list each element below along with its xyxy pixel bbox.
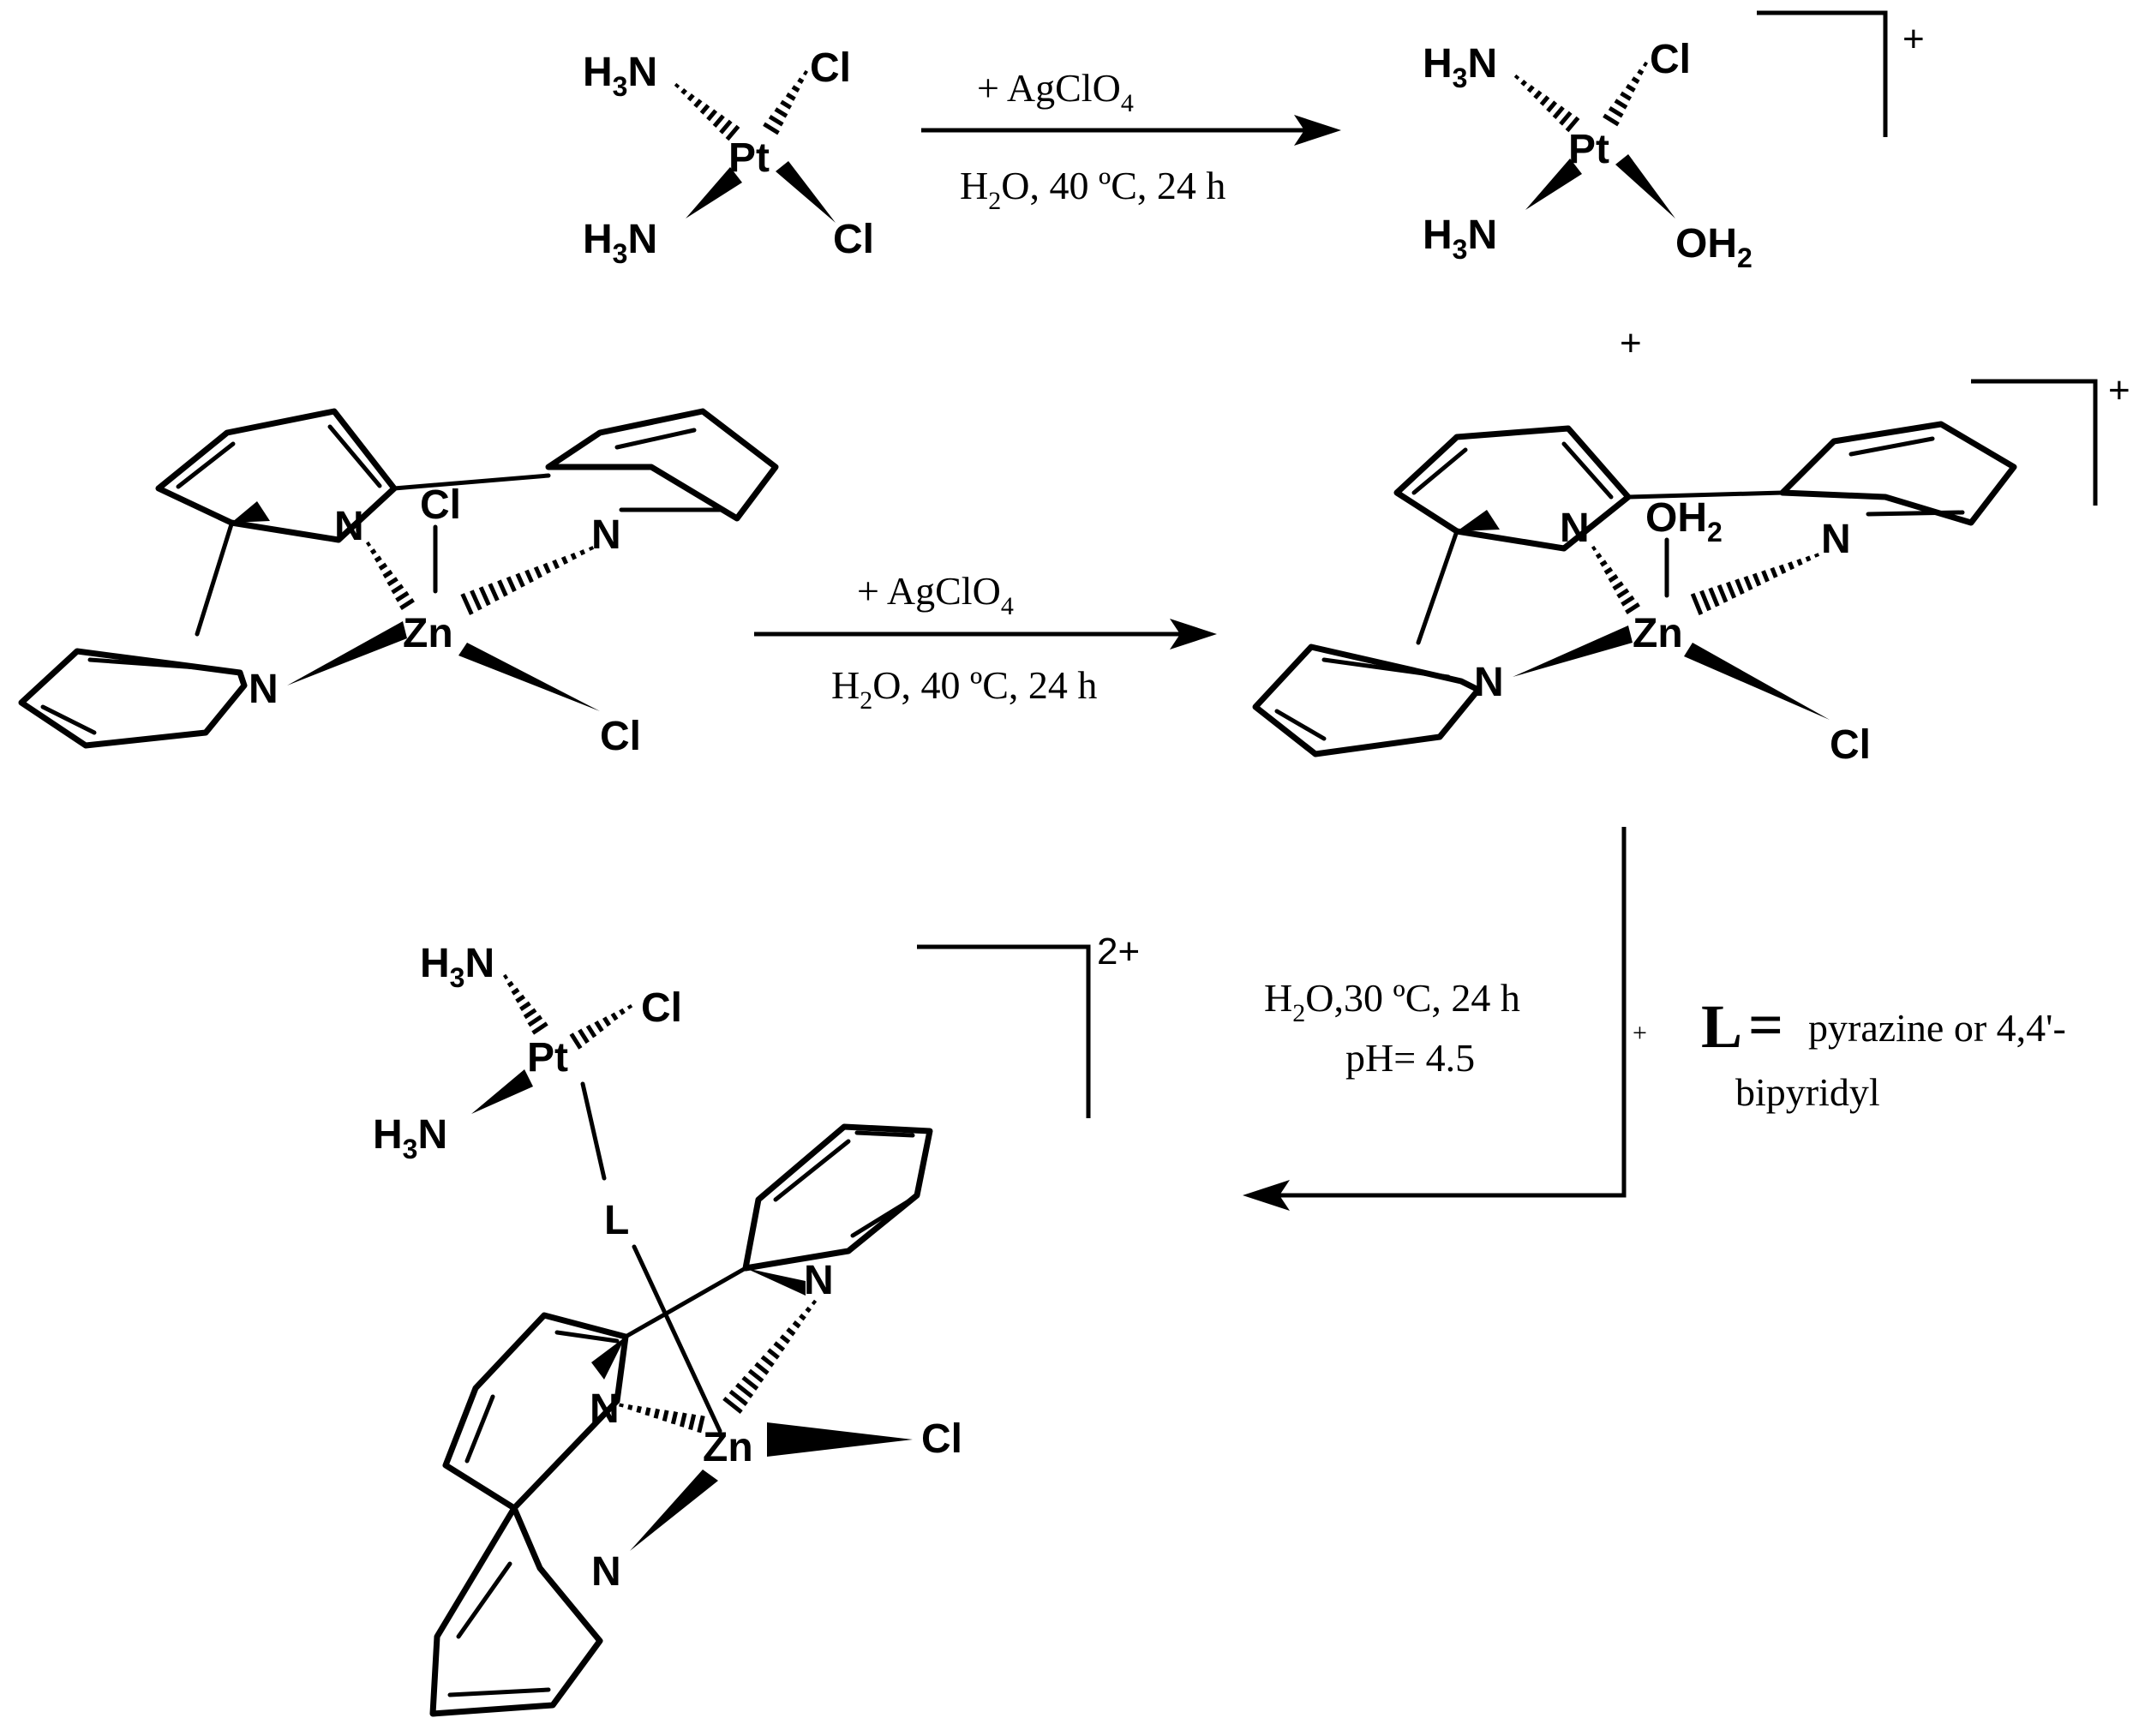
h3n-label: H3N bbox=[1423, 41, 1497, 93]
condition-label: H2O,30 ºC, 24 h bbox=[1264, 976, 1520, 1027]
hashed-bond bbox=[1591, 545, 1640, 614]
h3n-label: H3N bbox=[420, 941, 494, 993]
plus-sign: + bbox=[1620, 322, 1642, 364]
ligand-l-atom: L bbox=[604, 1198, 629, 1243]
cl-atom: Cl bbox=[921, 1416, 962, 1462]
cl-atom: Cl bbox=[833, 217, 874, 262]
zn-terpy-reactant: N N N Cl Zn Cl bbox=[18, 408, 779, 759]
n-atom: N bbox=[334, 504, 364, 549]
n-atom: N bbox=[249, 667, 279, 712]
ligand-line-1: pyrazine or 4,4'- bbox=[1808, 1006, 2066, 1050]
h3n-label: H3N bbox=[583, 217, 657, 269]
zn-atom: Zn bbox=[703, 1425, 753, 1470]
condition-label: H2O, 40 ºC, 24 h bbox=[831, 663, 1097, 715]
condition-label: H2O, 40 ºC, 24 h bbox=[960, 164, 1225, 215]
reagent-label: + AgClO4 bbox=[977, 66, 1134, 117]
ligand-symbol: L bbox=[1701, 992, 1742, 1061]
n-atom: N bbox=[591, 512, 621, 558]
cisplatin-reactant: H3N H3N Pt Cl Cl bbox=[583, 45, 874, 269]
h3n-label: H3N bbox=[583, 50, 657, 102]
cl-atom: Cl bbox=[1650, 37, 1691, 82]
wedge-bond bbox=[776, 161, 836, 223]
n-atom: N bbox=[591, 1549, 621, 1595]
cl-atom: Cl bbox=[600, 714, 641, 759]
charge-label: 2+ bbox=[1097, 931, 1140, 973]
hashed-bond bbox=[619, 1403, 705, 1434]
hashed-bond bbox=[763, 69, 809, 135]
n-atom: N bbox=[1821, 517, 1851, 562]
ph-label: pH= 4.5 bbox=[1345, 1036, 1475, 1080]
ligand-line-2: bipyridyl bbox=[1735, 1070, 1880, 1114]
reagent-label: + AgClO4 bbox=[857, 569, 1014, 620]
pt-l-zn-product: H3N H3N Pt Cl L N N N Zn Cl 2+ bbox=[373, 931, 1140, 1717]
pt-atom: Pt bbox=[728, 135, 770, 181]
oh2-label: OH2 bbox=[1675, 221, 1753, 273]
h3n-label: H3N bbox=[1423, 213, 1497, 265]
hashed-bond bbox=[1690, 553, 1820, 615]
pt-aqua-complex: H3N H3N Pt Cl OH2 + bbox=[1423, 10, 1925, 273]
cl-atom: Cl bbox=[810, 45, 851, 91]
reaction-arrow-1: + AgClO4 H2O, 40 ºC, 24 h bbox=[921, 66, 1341, 215]
plus-sign: + bbox=[1633, 1019, 1647, 1047]
hashed-bond bbox=[569, 1003, 633, 1050]
pt-atom: Pt bbox=[1568, 127, 1609, 172]
reaction-arrow-2: + AgClO4 H2O, 40 ºC, 24 h bbox=[754, 569, 1217, 715]
hashed-bond bbox=[722, 1299, 818, 1415]
ligand-equals: = bbox=[1748, 991, 1783, 1059]
wedge-bond bbox=[686, 167, 742, 218]
hashed-bond bbox=[1603, 61, 1649, 127]
hashed-bond bbox=[1513, 74, 1580, 133]
pt-atom: Pt bbox=[527, 1035, 568, 1081]
n-atom: N bbox=[1560, 506, 1590, 551]
hashed-bond bbox=[502, 973, 548, 1035]
oh2-label: OH2 bbox=[1645, 495, 1723, 548]
zn-atom: Zn bbox=[1633, 611, 1683, 656]
n-atom: N bbox=[804, 1258, 834, 1303]
n-atom: N bbox=[590, 1386, 620, 1432]
charge-label: + bbox=[2108, 369, 2130, 411]
cl-atom: Cl bbox=[641, 985, 682, 1031]
hashed-bond bbox=[674, 82, 740, 141]
cl-atom: Cl bbox=[420, 482, 461, 528]
hashed-bond bbox=[365, 541, 415, 610]
n-atom: N bbox=[1474, 660, 1504, 705]
zn-atom: Zn bbox=[403, 611, 453, 656]
ligand-definition: + L = pyrazine or 4,4'- bipyridyl bbox=[1633, 991, 2066, 1114]
reaction-arrow-3: H2O,30 ºC, 24 h pH= 4.5 bbox=[1243, 827, 1627, 1211]
cl-atom: Cl bbox=[1830, 722, 1871, 768]
h3n-label: H3N bbox=[373, 1112, 447, 1164]
zn-terpy-aqua-complex: N N N OH2 Zn Cl + bbox=[1252, 369, 2130, 768]
charge-label: + bbox=[1902, 18, 1925, 60]
hashed-bond bbox=[460, 546, 595, 615]
